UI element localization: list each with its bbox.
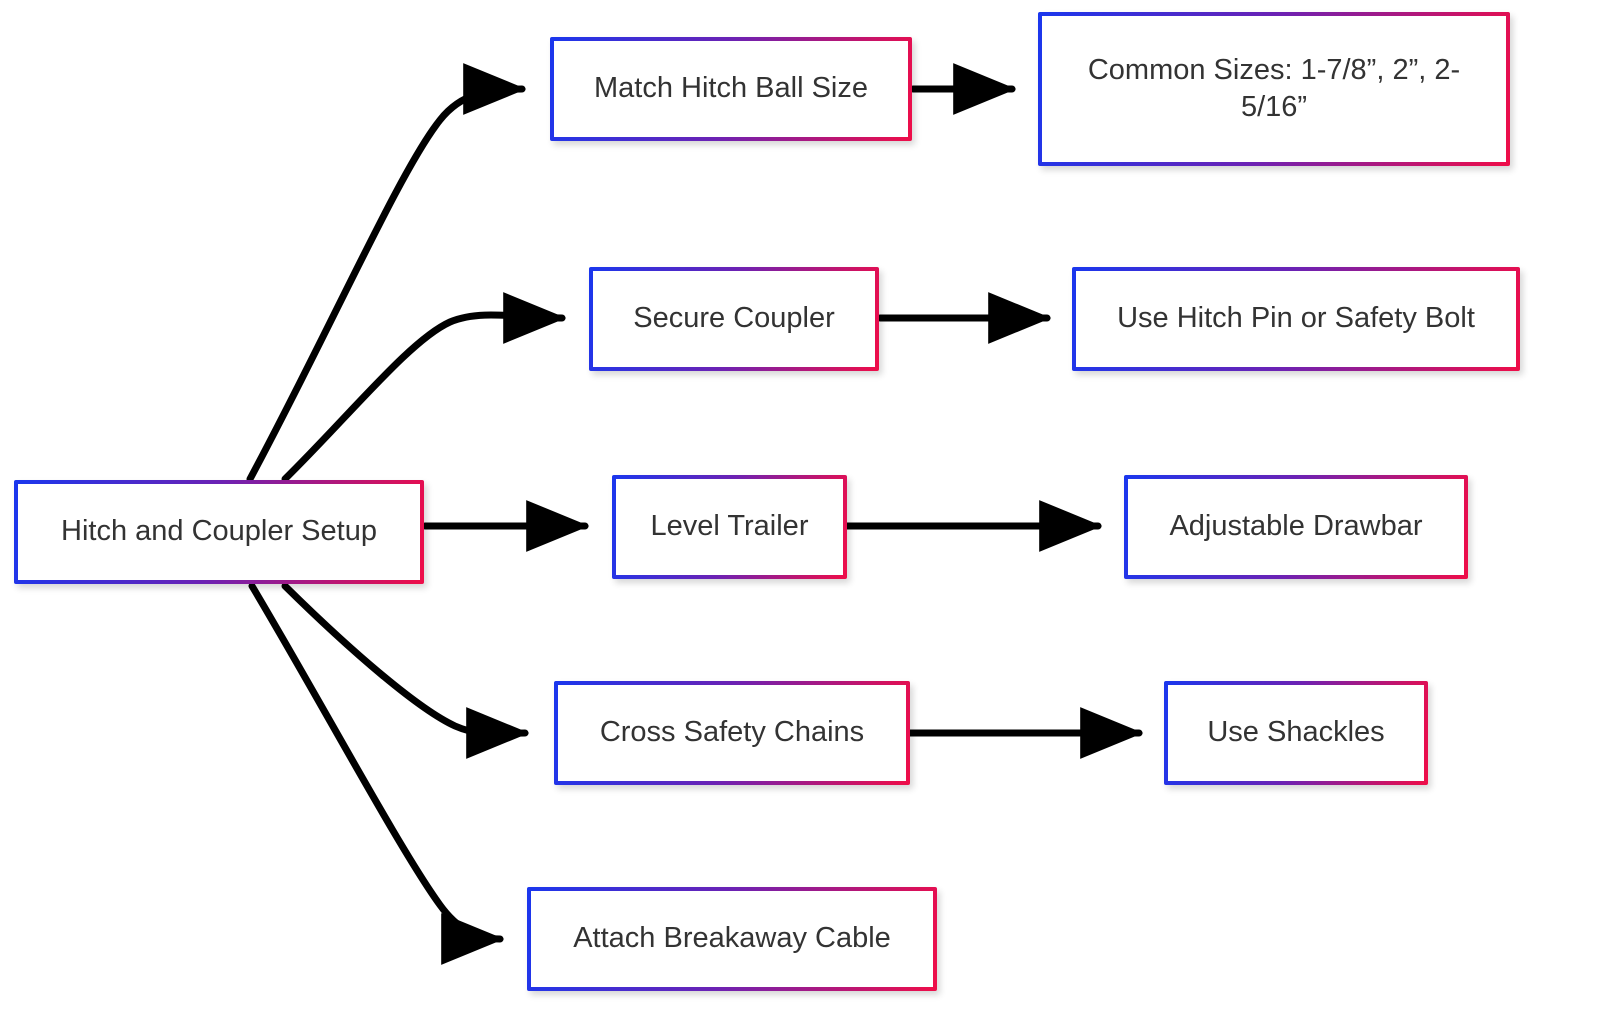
node-label: Cross Safety Chains — [599, 716, 865, 749]
node-hitch-and-coupler-setup[interactable]: Hitch and Coupler Setup — [14, 480, 424, 584]
node-label: Match Hitch Ball Size — [594, 72, 868, 105]
node-label: Hitch and Coupler Setup — [61, 515, 377, 548]
node-adjustable-drawbar[interactable]: Adjustable Drawbar — [1124, 475, 1468, 579]
node-use-shackles[interactable]: Use Shackles — [1164, 681, 1428, 785]
node-label: Adjustable Drawbar — [1169, 510, 1423, 543]
node-match-hitch-ball-size[interactable]: Match Hitch Ball Size — [550, 37, 912, 141]
node-label: Secure Coupler — [633, 302, 835, 335]
node-label: Common Sizes: 1-7/8”, 2”, 2-5/16” — [1087, 53, 1461, 123]
node-attach-breakaway-cable[interactable]: Attach Breakaway Cable — [527, 887, 937, 991]
node-level-trailer[interactable]: Level Trailer — [612, 475, 847, 579]
node-use-hitch-pin-or-safety-bolt[interactable]: Use Hitch Pin or Safety Bolt — [1072, 267, 1520, 371]
edge-root-to-match-hitch-ball-size — [246, 63, 527, 483]
node-label: Use Hitch Pin or Safety Bolt — [1117, 302, 1475, 335]
edge-root-to-secure-coupler — [281, 292, 567, 483]
node-label: Use Shackles — [1207, 716, 1385, 749]
edge-root-to-cross-safety-chains — [281, 582, 530, 759]
edge-root-to-attach-breakaway-cable — [248, 582, 505, 965]
node-label: Level Trailer — [650, 510, 809, 543]
node-secure-coupler[interactable]: Secure Coupler — [589, 267, 879, 371]
node-label: Attach Breakaway Cable — [573, 922, 891, 955]
node-common-sizes[interactable]: Common Sizes: 1-7/8”, 2”, 2-5/16” — [1038, 12, 1510, 166]
node-cross-safety-chains[interactable]: Cross Safety Chains — [554, 681, 910, 785]
